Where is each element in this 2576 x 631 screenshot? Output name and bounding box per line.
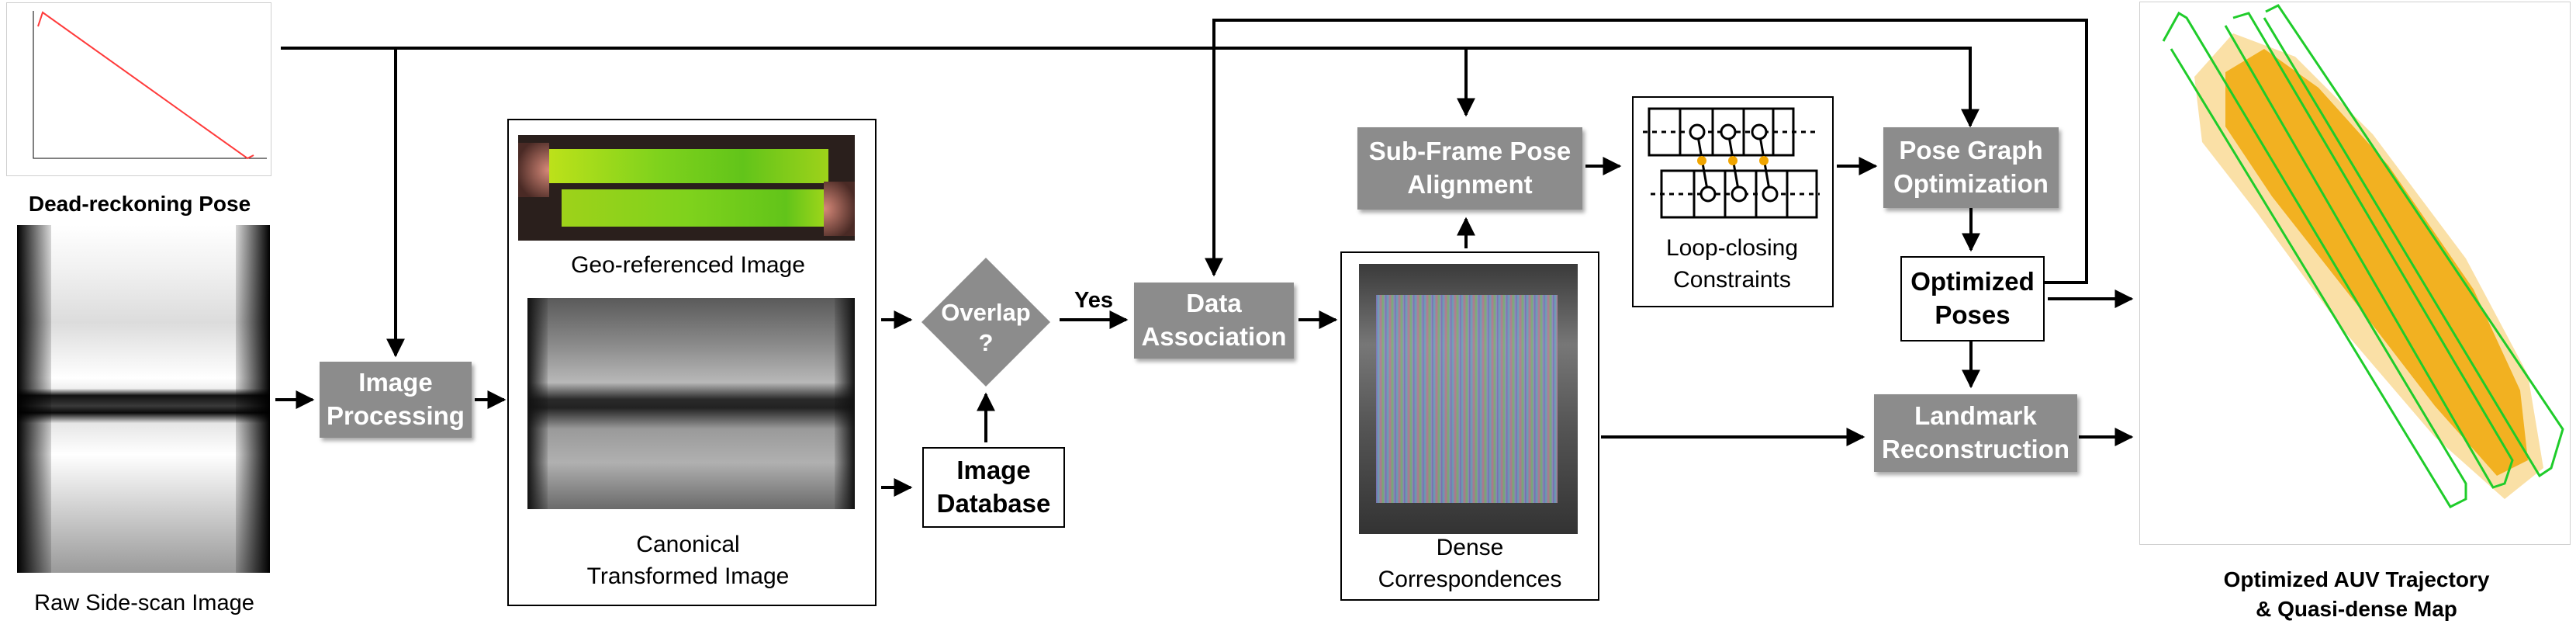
dead-reckoning-caption: Dead-reckoning Pose [28, 192, 251, 216]
data-association-box: Data Association [1134, 283, 1294, 359]
trajectory-map-image [2139, 2, 2571, 545]
overlap-question-label: Overlap ? [941, 299, 1031, 356]
canonical-transformed-image [527, 298, 855, 509]
dead-reckoning-track [37, 11, 254, 160]
dense-correspondences-image [1359, 264, 1578, 534]
raw-sidescan-image [17, 225, 270, 573]
geo-referenced-image [518, 135, 855, 241]
output-map-caption: Optimized AUV Trajectory & Quasi-dense M… [2223, 567, 2490, 621]
landmark-reconstruction-box: Landmark Reconstruction [1874, 394, 2077, 472]
dense-correspondences-caption: Dense Correspondences [1378, 535, 1562, 592]
overlap-decision-diamond [921, 258, 1050, 387]
raw-sidescan-caption: Raw Side-scan Image [34, 591, 254, 615]
loop-closing-caption: Loop-closing Constraints [1665, 235, 1799, 293]
wire-pose-trunk [281, 47, 1980, 128]
image-database-box: Image Database [922, 447, 1065, 528]
dead-reckoning-chart [33, 11, 267, 160]
image-processing-box: Image Processing [320, 362, 472, 438]
canonical-caption: Canonical Transformed Image [586, 532, 790, 589]
geo-referenced-caption: Geo-referenced Image [571, 252, 805, 278]
yes-label: Yes [1074, 288, 1113, 313]
optimized-poses-box: Optimized Poses [1900, 256, 2045, 342]
subframe-alignment-box: Sub-Frame Pose Alignment [1357, 127, 1582, 210]
trajectory-map-graphic [2162, 4, 2564, 508]
loop-closing-graph-icon [1643, 107, 1820, 219]
wire-optimized-loop [1205, 19, 2088, 284]
dead-reckoning-plot [6, 2, 271, 176]
pose-graph-optimization-box: Pose Graph Optimization [1883, 127, 2059, 208]
plot-axes [33, 11, 267, 159]
